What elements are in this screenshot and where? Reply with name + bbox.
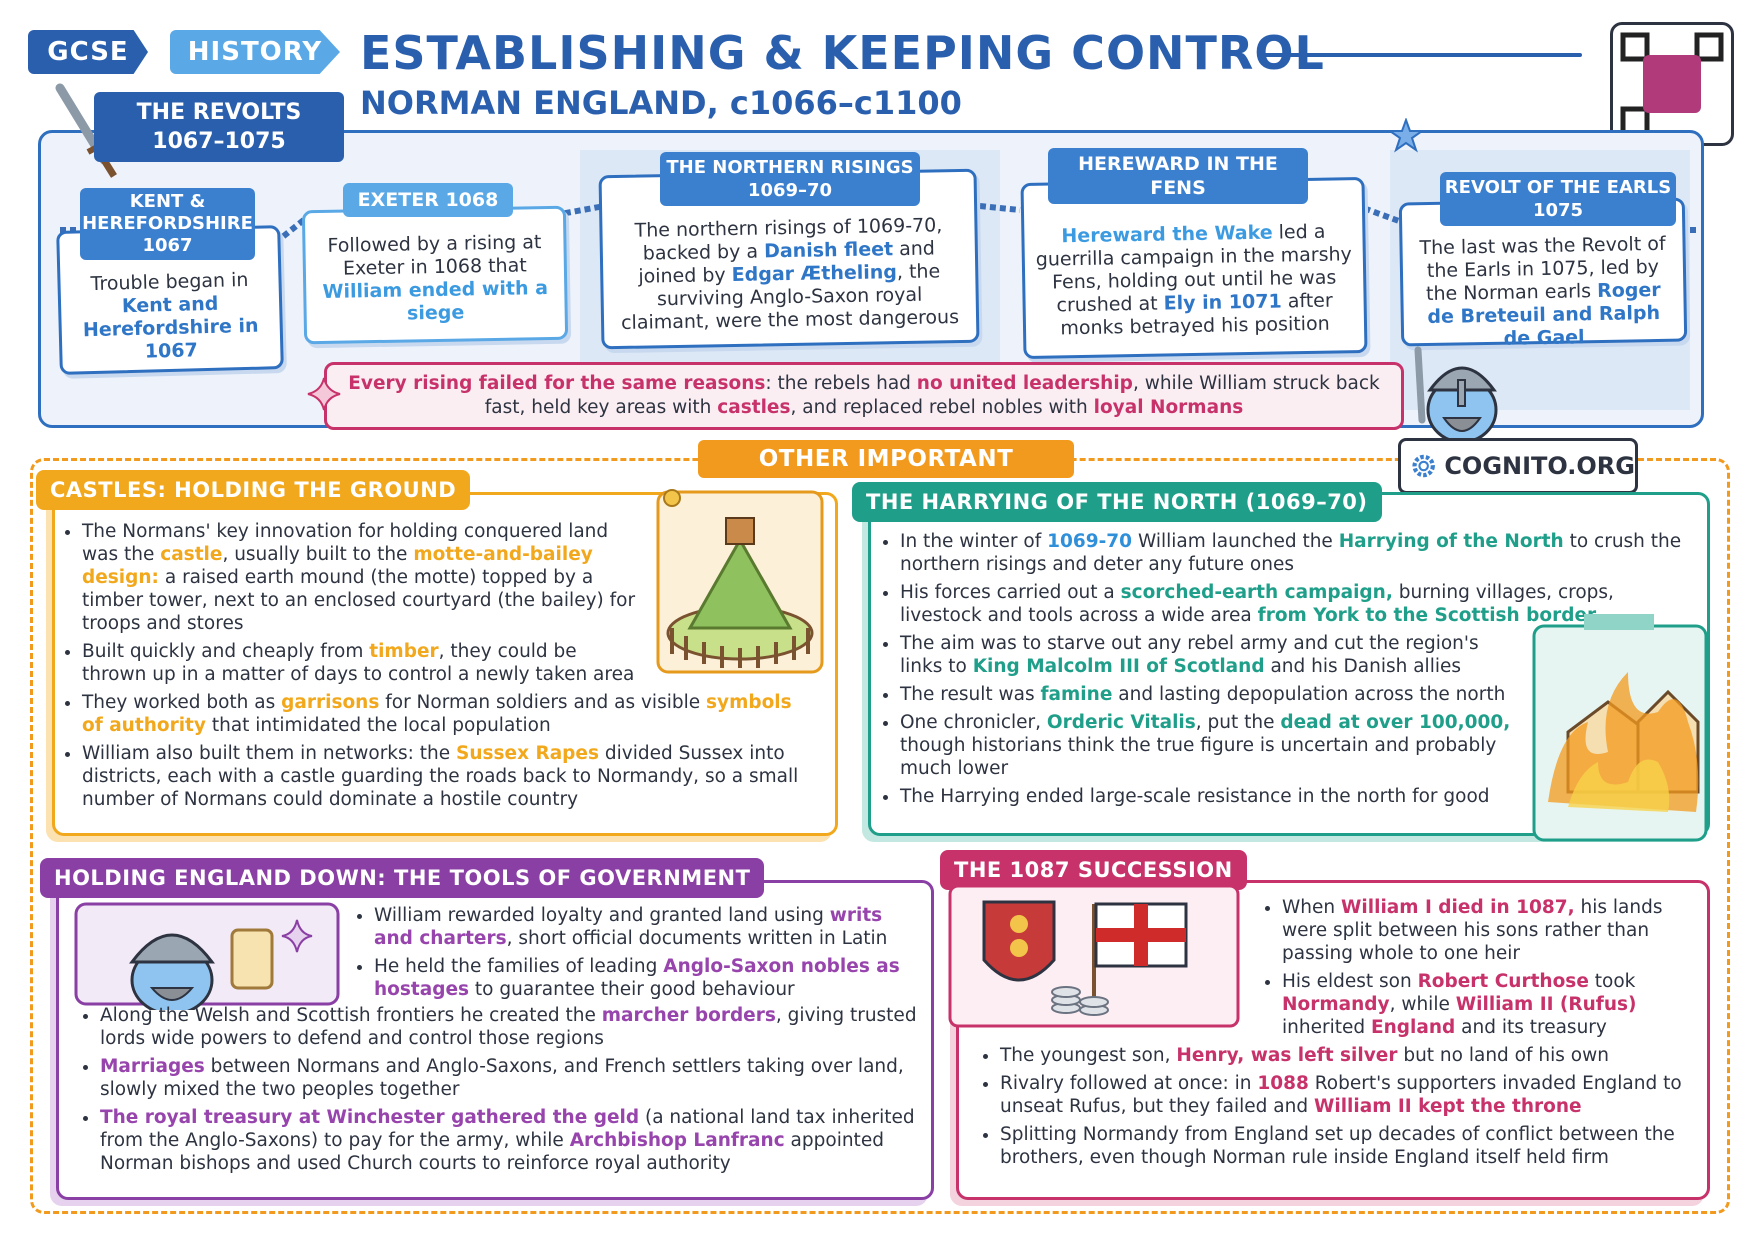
page-subtitle: NORMAN ENGLAND, c1066–c1100 — [360, 84, 962, 122]
kent-revolt-label: KENT & HEREFORDSHIRE 1067 — [80, 188, 255, 260]
castles-bullet-1: The Normans' key innovation for holding … — [82, 520, 642, 635]
harrying-bullet-2: His forces carried out a scorched-earth … — [900, 581, 1698, 627]
harrying-bullet-5: One chronicler, Orderic Vitalis, put the… — [900, 711, 1520, 780]
succession-heading: THE 1087 SUCCESSION — [940, 850, 1247, 890]
history-tag: HISTORY — [170, 30, 340, 74]
title-rule — [1262, 53, 1582, 57]
succession-bullet-4: Rivalry followed at once: in 1088 Robert… — [1000, 1072, 1698, 1118]
government-body-bottom: Along the Welsh and Scottish frontiers h… — [78, 1004, 918, 1180]
gcse-tag: GCSE — [28, 30, 148, 74]
knight-mascot-icon — [1414, 346, 1498, 440]
page-title: ESTABLISHING & KEEPING CONTROL — [360, 26, 1325, 80]
castles-bullet-4: William also built them in networks: the… — [82, 742, 800, 811]
star-icon — [1388, 118, 1424, 153]
harrying-body: In the winter of 1069-70 William launche… — [878, 530, 1698, 813]
hereward-label: HEREWARD IN THE FENS 1070–71 — [1048, 148, 1308, 223]
succession-body-bottom: The youngest son, Henry, was left silver… — [978, 1044, 1698, 1174]
harrying-bullet-4: The result was famine and lasting depopu… — [900, 683, 1520, 706]
government-bullet-1: William rewarded loyalty and granted lan… — [374, 904, 912, 950]
castles-bullet-2: Built quickly and cheaply from timber, t… — [82, 640, 642, 686]
government-heading: HOLDING ENGLAND DOWN: THE TOOLS OF GOVER… — [40, 858, 765, 898]
revolt-of-earls-label: REVOLT OF THE EARLS 1075 — [1440, 172, 1676, 226]
other-factors-label: OTHER IMPORTANT FACTORS — [698, 440, 1074, 510]
northern-risings-label: THE NORTHERN RISINGS 1069–70 — [660, 152, 920, 206]
government-bullet-3: Along the Welsh and Scottish frontiers h… — [100, 1004, 918, 1050]
government-bullet-2: He held the families of leading Anglo-Sa… — [374, 955, 912, 1001]
cognito-brand[interactable]: COGNITO.ORG — [1398, 438, 1638, 494]
motte-and-bailey-illustration — [656, 489, 824, 674]
succession-body-top: When William I died in 1087, his lands w… — [1260, 896, 1700, 1044]
harrying-heading: THE HARRYING OF THE NORTH (1069–70) — [852, 482, 1382, 522]
harrying-bullet-6: The Harrying ended large-scale resistanc… — [900, 785, 1520, 808]
succession-bullet-1: When William I died in 1087, his lands w… — [1282, 896, 1700, 965]
government-bullet-5: The royal treasury at Winchester gathere… — [100, 1106, 918, 1175]
sparkle-icon — [307, 377, 341, 411]
shield-flag-coins-illustration — [948, 884, 1240, 1028]
harrying-bullet-3: The aim was to starve out any rebel army… — [900, 632, 1520, 678]
exeter-revolt-card: Followed by a rising at Exeter in 1068 t… — [301, 205, 569, 345]
revolts-summary-banner: Every rising failed for the same reasons… — [324, 362, 1404, 430]
burning-village-illustration — [1532, 614, 1708, 842]
succession-bullet-2: His eldest son Robert Curthose took Norm… — [1282, 970, 1700, 1039]
castles-body: The Normans' key innovation for holding … — [60, 520, 800, 816]
exeter-revolt-label: EXETER 1068 — [343, 183, 513, 217]
harrying-bullet-1: In the winter of 1069-70 William launche… — [900, 530, 1698, 576]
king-with-scroll-illustration — [74, 902, 340, 1010]
castles-bullet-3: They worked both as garrisons for Norman… — [82, 691, 800, 737]
revolts-title: THE REVOLTS 1067–1075 — [94, 92, 344, 162]
succession-bullet-3: The youngest son, Henry, was left silver… — [1000, 1044, 1698, 1067]
government-body-top: William rewarded loyalty and granted lan… — [352, 904, 912, 1006]
castles-heading: CASTLES: HOLDING THE GROUND — [36, 470, 471, 510]
cog-icon — [1412, 454, 1435, 478]
succession-bullet-5: Splitting Normandy from England set up d… — [1000, 1123, 1698, 1169]
qr-code[interactable] — [1610, 22, 1734, 146]
government-bullet-4: Marriages between Normans and Anglo-Saxo… — [100, 1055, 918, 1101]
